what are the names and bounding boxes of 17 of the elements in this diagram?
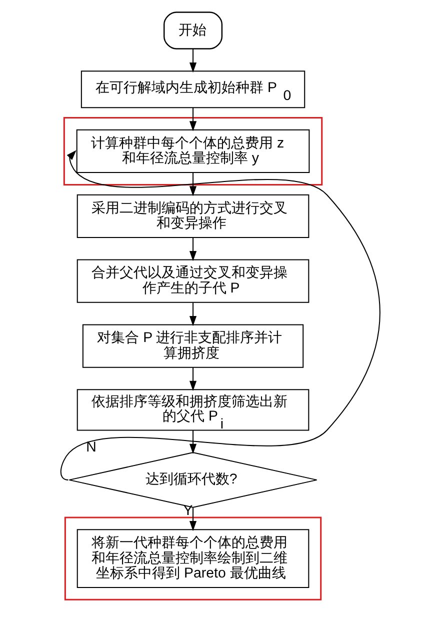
arrow	[188, 368, 196, 391]
node-box: 采用二进制编码的方式进行交叉和变异操作	[76, 194, 309, 238]
arrow	[60, 150, 380, 480]
arrow	[188, 430, 196, 454]
arrow	[188, 238, 196, 262]
arrow	[188, 172, 196, 196]
cluster	[62, 116, 322, 186]
node-box: 合并父代以及通过交叉和变异操作产生的子代 P	[76, 259, 309, 303]
node-box: 对集合 P 进行非支配排序并计算拥挤度	[82, 324, 304, 368]
arrow	[188, 108, 196, 132]
arrow	[188, 508, 196, 532]
cluster	[64, 516, 322, 600]
node-box: 将新一代种群每个个体的总费用和年径流总量控制率绘制到二维坐标系中得到 Pareto 最优曲线	[76, 529, 309, 588]
arrow	[188, 302, 196, 326]
node-box: 开始	[163, 12, 222, 50]
arrow	[188, 48, 196, 73]
node-box: 计算种群中每个个体的总费用 z 和年径流总量控制率 y	[76, 129, 310, 174]
